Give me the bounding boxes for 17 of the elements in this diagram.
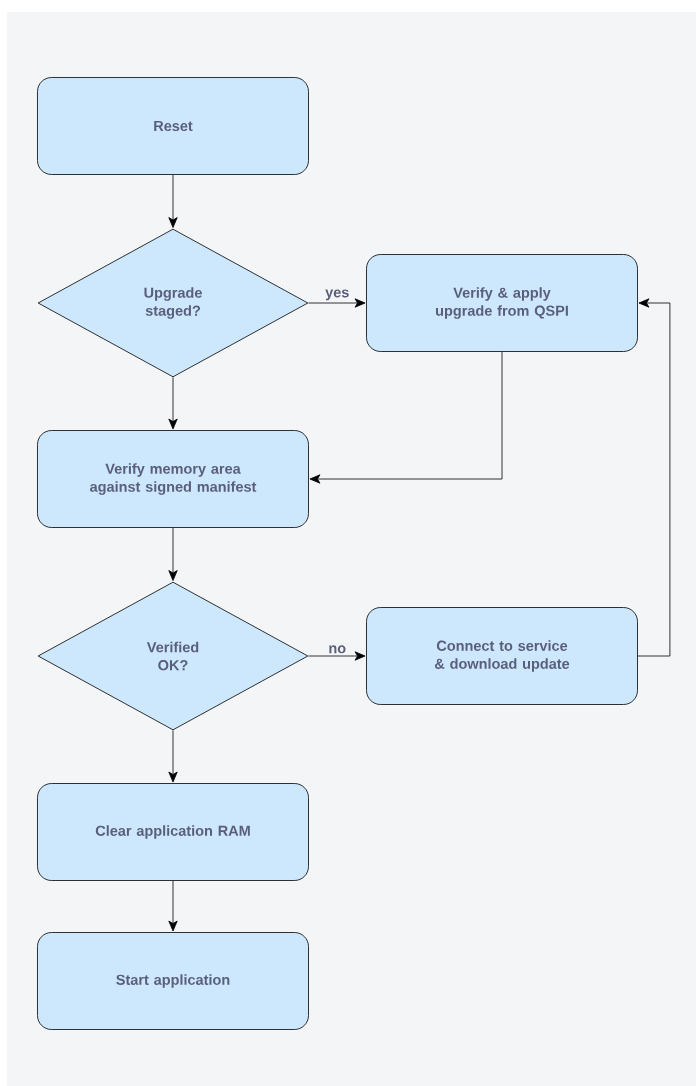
arrow — [168, 527, 178, 581]
edge-label: yes — [325, 289, 349, 301]
edge-label: no — [329, 645, 346, 654]
process-box: Verify & apply upgrade from QSPI — [366, 254, 638, 352]
arrow — [309, 351, 503, 484]
process-box: Reset — [37, 77, 309, 175]
arrow — [168, 174, 178, 228]
arrow — [168, 880, 178, 932]
arrow — [308, 651, 366, 661]
arrow — [168, 730, 178, 783]
process-box: Start application — [37, 932, 309, 1030]
process-box: Connect to service & download update — [366, 607, 638, 705]
process-box: Verify memory area against signed manifest — [37, 430, 309, 528]
process-box: Clear application RAM — [37, 783, 309, 881]
arrow — [168, 377, 178, 430]
arrow — [308, 298, 366, 308]
arrow — [637, 298, 671, 657]
